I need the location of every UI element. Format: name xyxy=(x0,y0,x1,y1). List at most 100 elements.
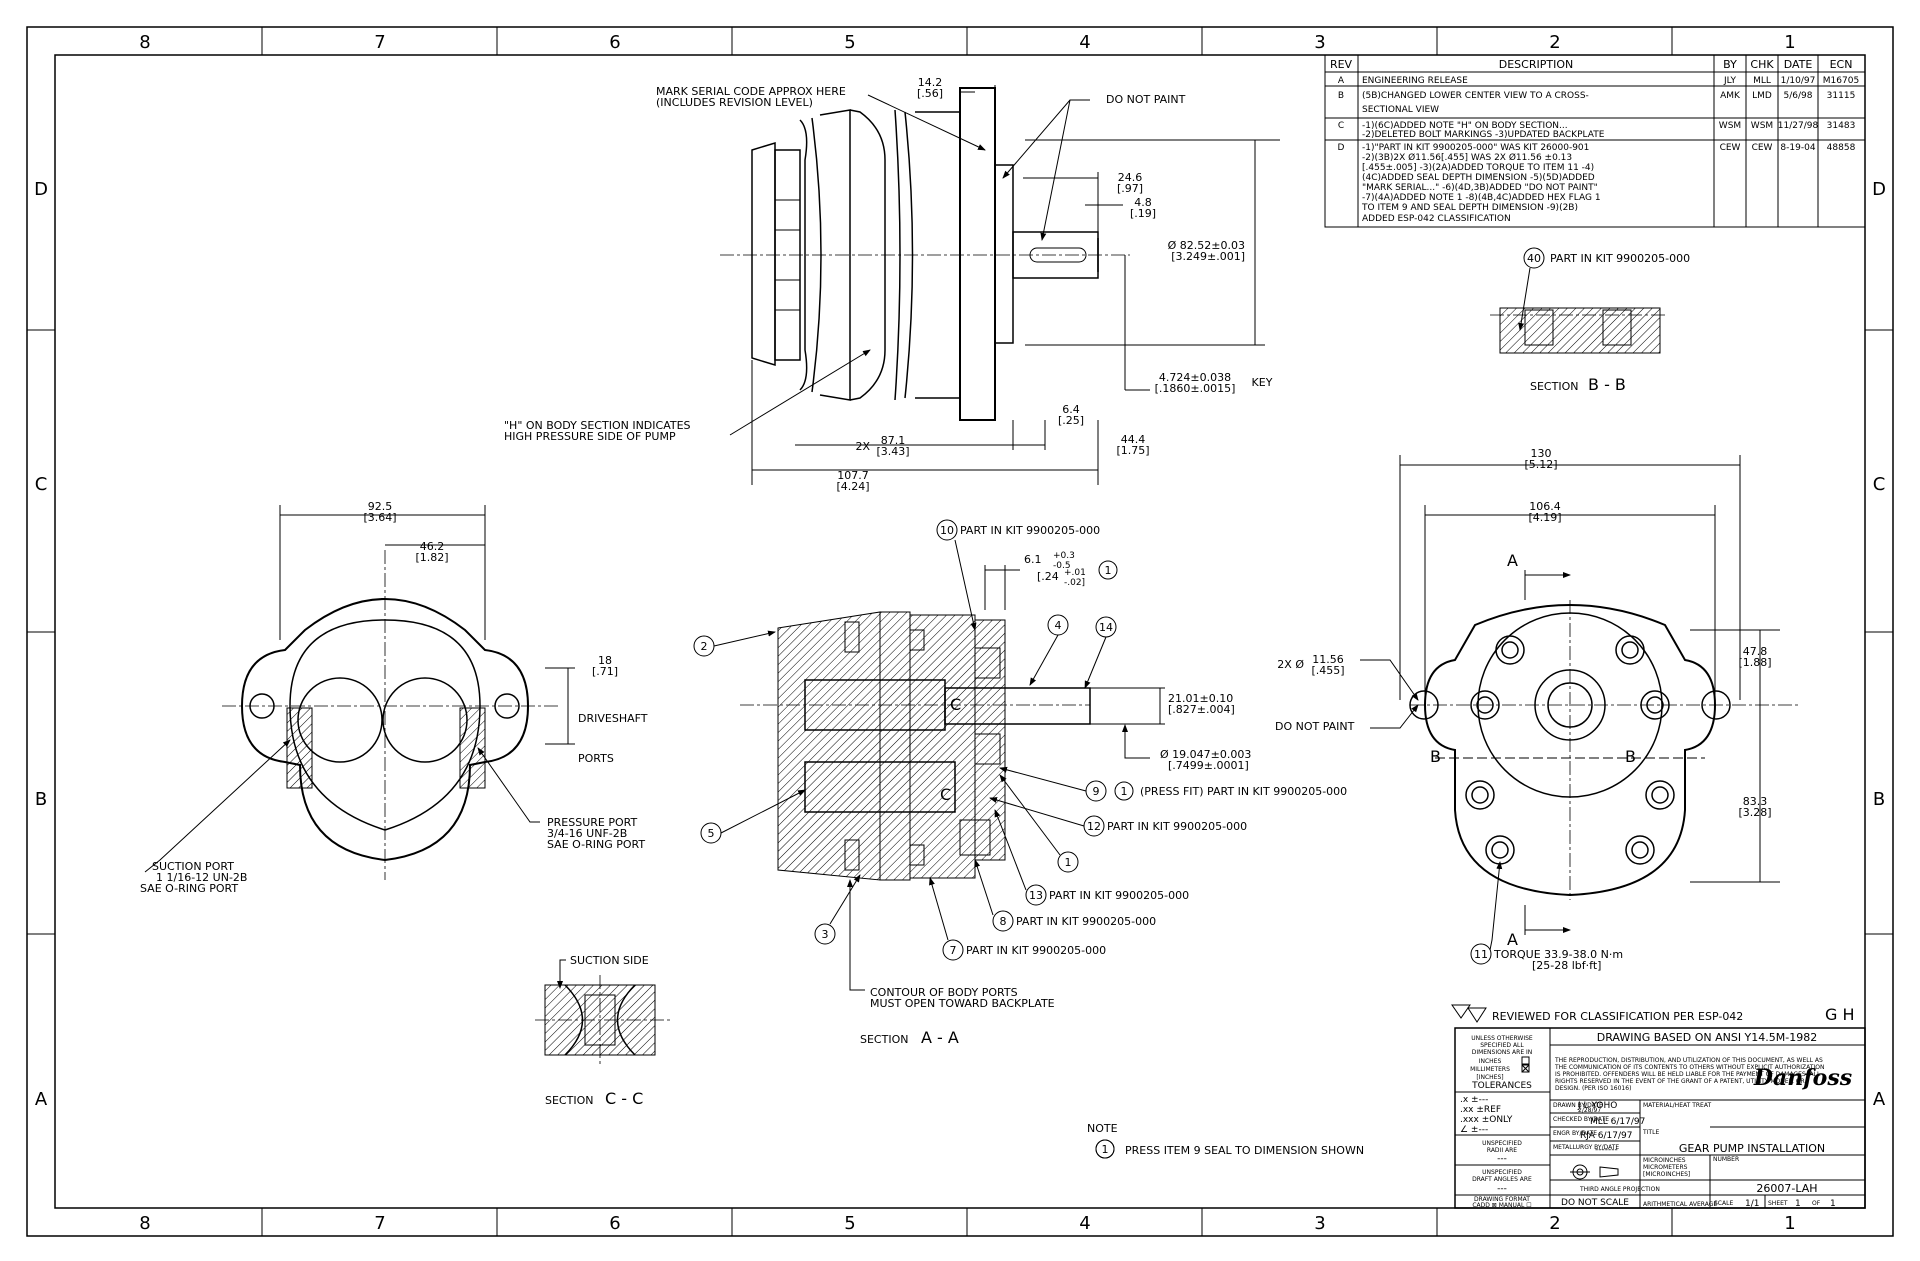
rev-by: AMK xyxy=(1720,91,1741,101)
rev-header: DATE xyxy=(1784,58,1813,71)
col-label: 6 xyxy=(609,32,620,53)
rev-header: CHK xyxy=(1750,58,1774,71)
col-label: 5 xyxy=(844,1213,855,1234)
callout-label: PART IN KIT 9900205-000 xyxy=(960,524,1100,537)
dim-label: [.455] xyxy=(1311,664,1344,677)
col-label: 4 xyxy=(1079,1213,1090,1234)
micro-label: [MICROINCHES] xyxy=(1643,1171,1690,1178)
dim-label: [.25] xyxy=(1058,414,1084,427)
note-text: PRESS ITEM 9 SEAL TO DIMENSION SHOWN xyxy=(1125,1144,1364,1157)
rev-date: 5/6/98 xyxy=(1784,91,1813,101)
dim-label: 6.4 xyxy=(1062,403,1080,416)
rev-chk: CEW xyxy=(1752,143,1773,153)
rev-header: BY xyxy=(1723,58,1737,71)
legal-text: THE COMMUNICATION OF ITS CONTENTS TO OTH… xyxy=(1554,1064,1824,1071)
section-b-marker: B xyxy=(1625,747,1636,766)
unless-note: INCHES xyxy=(1479,1058,1502,1065)
rev-header: ECN xyxy=(1830,58,1853,71)
dim-label: 106.4 xyxy=(1529,500,1561,513)
rev-header: DESCRIPTION xyxy=(1499,58,1573,71)
metallurgy-by: METALLURGY BY/DATE xyxy=(1553,1144,1619,1151)
do-not-paint-note: DO NOT PAINT xyxy=(1275,720,1355,733)
dim-label: +0.3 xyxy=(1053,551,1075,561)
dim-label: [4.24] xyxy=(836,480,869,493)
dim-label: [3.64] xyxy=(363,511,396,524)
rev-by: WSM xyxy=(1719,121,1741,131)
dim-label: 44.4 xyxy=(1121,433,1146,446)
suction-port-note: SUCTION PORT xyxy=(152,860,234,873)
callout-number: 5 xyxy=(708,827,715,840)
top-view: MARK SERIAL CODE APPROX HERE (INCLUDES R… xyxy=(504,76,1280,493)
number-label: NUMBER xyxy=(1713,1156,1739,1163)
dim-label: 46.2 xyxy=(420,540,445,553)
dim-label: [.71] xyxy=(592,665,618,678)
driveshaft-label: DRIVESHAFT xyxy=(578,712,648,725)
classification-icon xyxy=(1451,1004,1487,1023)
of-label: OF xyxy=(1812,1200,1821,1207)
sheet-value: 1 xyxy=(1795,1199,1801,1209)
callout-label: PART IN KIT 9900205-000 xyxy=(1016,915,1156,928)
note-heading: NOTE xyxy=(1087,1122,1118,1135)
section-title: C - C xyxy=(605,1089,643,1108)
row-label: C xyxy=(35,474,48,495)
callout-label: (PRESS FIT) PART IN KIT 9900205-000 xyxy=(1140,785,1347,798)
dim-label: 83.3 xyxy=(1743,795,1768,808)
rev-date: 1/10/97 xyxy=(1781,76,1816,86)
rev-letter: B xyxy=(1338,91,1344,101)
tolerance-row: .xxx ±ONLY xyxy=(1460,1115,1513,1125)
tolerance-row: ∠ ±--- xyxy=(1460,1125,1488,1135)
dim-label: 130 xyxy=(1531,447,1552,460)
section-aa: C C 10 2 4 14 1 9 12 5 xyxy=(693,519,1419,1159)
draft-note: --- xyxy=(1497,1184,1507,1194)
note-callout: 1 xyxy=(1102,1143,1109,1156)
third-angle-projection-icon xyxy=(1570,1164,1619,1180)
section-cc: SUCTION SIDE SECTION C - C xyxy=(535,954,670,1108)
drawing-border: 8 7 6 5 4 3 2 1 8 7 6 5 4 3 2 1 D C B A … xyxy=(26,26,1894,1237)
col-label: 2 xyxy=(1549,1213,1560,1234)
dim-label: 87.1 xyxy=(881,434,906,447)
unless-note: DIMENSIONS ARE IN xyxy=(1472,1049,1533,1056)
engr-by: RJA 6/17/97 xyxy=(1580,1131,1632,1141)
col-label: 8 xyxy=(139,1213,150,1234)
unless-note: SPECIFIED ALL xyxy=(1480,1042,1524,1049)
section-c-marker: C xyxy=(940,785,951,804)
col-label: 7 xyxy=(374,1213,385,1234)
callout-label: PART IN KIT 9900205-000 xyxy=(1107,820,1247,833)
classification-note: REVIEWED FOR CLASSIFICATION PER ESP-042 xyxy=(1492,1010,1743,1023)
rev-desc: -1)(6C)ADDED NOTE "H" ON BODY SECTION... xyxy=(1362,121,1568,131)
legal-text: THE REPRODUCTION, DISTRIBUTION, AND UTIL… xyxy=(1554,1057,1823,1064)
col-label: 7 xyxy=(374,32,385,53)
dim-label: 24.6 xyxy=(1118,171,1143,184)
section-prefix: SECTION xyxy=(860,1033,908,1046)
material-label: MATERIAL/HEAT TREAT xyxy=(1643,1102,1711,1109)
row-label: A xyxy=(1873,1089,1886,1110)
dim-label: [1.88] xyxy=(1738,656,1771,669)
callout-number: 2 xyxy=(701,640,708,653)
dim-label: 21.01±0.10 xyxy=(1168,692,1233,705)
rev-ecn: M16705 xyxy=(1823,76,1859,86)
rev-desc: "MARK SERIAL..." -6)(4D,3B)ADDED "DO NOT… xyxy=(1362,183,1598,193)
drawn-by: J L YOHO xyxy=(1577,1101,1617,1111)
callout-number: 12 xyxy=(1087,820,1101,833)
ports-label: PORTS xyxy=(578,752,614,765)
engr-by: ENGR BY/DATE xyxy=(1553,1130,1597,1137)
pressure-port-note: PRESSURE PORT xyxy=(547,816,637,829)
callout-number: 1 xyxy=(1105,564,1112,577)
dim-label: 92.5 xyxy=(368,500,393,513)
legal-text: RIGHTS RESERVED IN THE EVENT OF THE GRAN… xyxy=(1555,1078,1805,1085)
callout-number: 13 xyxy=(1029,889,1043,902)
scale-value: 1/1 xyxy=(1745,1199,1759,1209)
callout-number: 1 xyxy=(1065,856,1072,869)
rev-ecn: 31115 xyxy=(1827,91,1856,101)
callout-number: 7 xyxy=(950,944,957,957)
section-title: A - A xyxy=(921,1028,959,1047)
dim-label: [3.43] xyxy=(876,445,909,458)
dim-label: 107.7 xyxy=(837,469,869,482)
draft-note: DRAFT ANGLES ARE xyxy=(1472,1176,1532,1183)
title-label: TITLE xyxy=(1642,1129,1659,1136)
rev-desc: -2)DELETED BOLT MARKINGS -3)UPDATED BACK… xyxy=(1362,130,1605,140)
callout-number: 3 xyxy=(822,928,829,941)
section-prefix: SECTION xyxy=(1530,380,1578,393)
callout-label: PART IN KIT 9900205-000 xyxy=(1550,252,1690,265)
